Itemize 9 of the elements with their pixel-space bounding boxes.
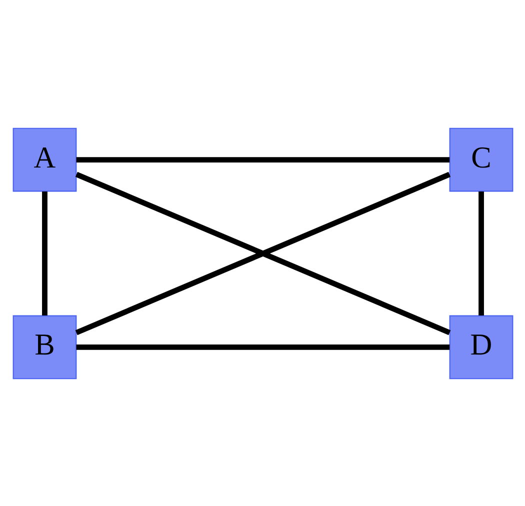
connector [74,171,450,335]
node-box: A [12,127,76,192]
node-box: C [448,127,513,192]
node-box: D [448,314,513,379]
connector [478,190,484,315]
connector [76,344,450,350]
node-box: B [12,314,76,379]
connector [76,156,450,162]
connector [42,190,47,315]
